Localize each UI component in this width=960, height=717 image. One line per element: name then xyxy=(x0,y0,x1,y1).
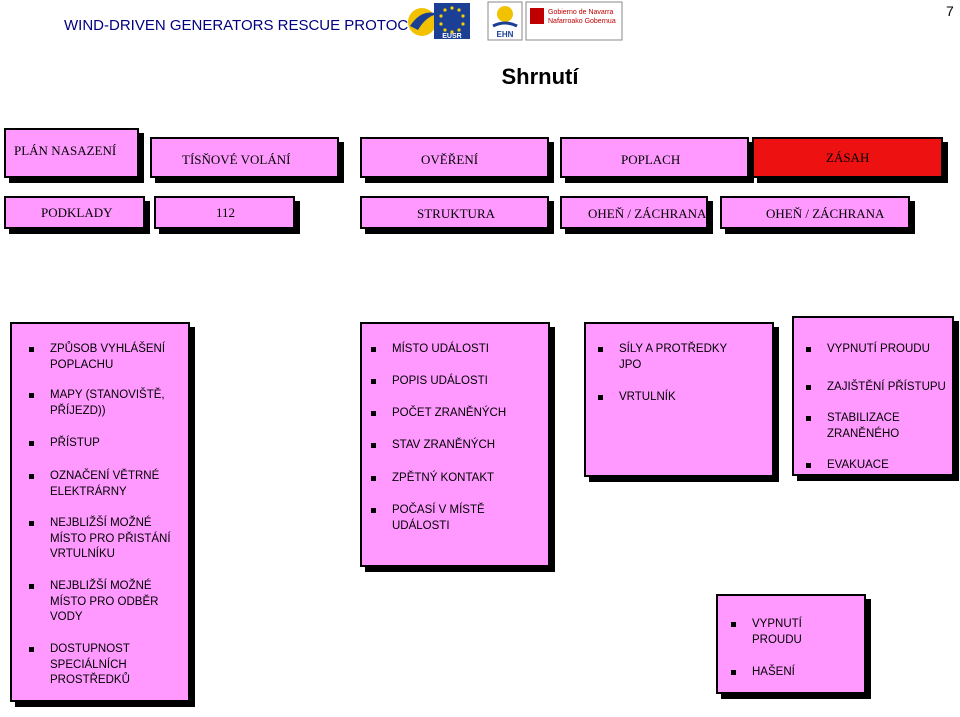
list-item-sily-prostredky: SÍLY A PROTŘEDKY JPO xyxy=(597,342,727,373)
box-ohen-zachrana-1: OHEŇ / ZÁCHRANA xyxy=(560,196,708,229)
column-overeni xyxy=(360,322,550,567)
column-poplach xyxy=(584,322,774,477)
box-label: TÍSŇOVÉ VOLÁNÍ xyxy=(182,152,291,167)
slide-title: Shrnutí xyxy=(501,64,579,89)
header-title: WIND-DRIVEN GENERATORS RESCUE PROTOCOL xyxy=(64,17,429,34)
column-zasah xyxy=(792,316,954,476)
box-zasah: ZÁSAH xyxy=(752,137,943,178)
box-label: PODKLADY xyxy=(41,205,113,220)
list-item-haseni: HAŠENÍ xyxy=(731,665,795,681)
box-label: OHEŇ / ZÁCHRANA xyxy=(588,206,707,221)
box-plan-nasazeni: PLÁN NASAZENÍ xyxy=(4,128,139,178)
box-poplach: POPLACH xyxy=(560,137,749,178)
box-label: OHEŇ / ZÁCHRANA xyxy=(766,206,885,221)
eusr-logo: EUSR EHN Gobierno de Navarra Nafarroako … xyxy=(408,1,623,41)
box-label: STRUKTURA xyxy=(417,206,496,221)
box-112: 112 xyxy=(154,196,295,229)
page-number: 7 xyxy=(946,3,954,19)
list-item-vrtulnik: VRTULNÍK xyxy=(598,390,676,406)
list-item-popis-udalosti: POPIS UDÁLOSTI xyxy=(371,374,488,390)
list-item-pocasi: POČASÍ V MÍSTĚ UDÁLOSTI xyxy=(371,503,485,534)
svg-text:EUSR: EUSR xyxy=(442,33,461,40)
list-item-misto-udalosti: MÍSTO UDÁLOSTI xyxy=(371,342,489,358)
box-label: ZÁSAH xyxy=(826,150,870,165)
column-plan-nasazeni xyxy=(10,322,190,702)
list-item-misto-pristani: NEJBLIŽŠÍ MOŽNÉ MÍSTO PRO PŘISTÁNÍ VRTUL… xyxy=(29,516,171,563)
list-item-zpetny-kontakt: ZPĚTNÝ KONTAKT xyxy=(370,471,494,487)
list-item-misto-odber-vody: NEJBLIŽŠÍ MOŽNÉ MÍSTO PRO ODBĚR VODY xyxy=(28,579,158,626)
list-item-stav-zranenych: STAV ZRANĚNÝCH xyxy=(370,438,495,454)
box-label: OVĚŘENÍ xyxy=(421,152,479,167)
box-ohen-zachrana-2: OHEŇ / ZÁCHRANA xyxy=(720,196,910,229)
box-struktura: STRUKTURA xyxy=(360,196,549,229)
box-podklady: PODKLADY xyxy=(4,196,145,229)
box-label: PLÁN NASAZENÍ xyxy=(14,143,117,158)
list-item-dostupnost-prostredku: DOSTUPNOST SPECIÁLNÍCH PROSTŘEDKŮ xyxy=(29,642,130,689)
header-logos: EUSR EHN Gobierno de Navarra Nafarroako … xyxy=(404,0,624,44)
list-item-pristup: PŘÍSTUP xyxy=(29,436,100,452)
box-overeni: OVĚŘENÍ xyxy=(360,137,549,178)
box-label: 112 xyxy=(216,205,236,220)
svg-text:Nafarroako Gobernua: Nafarroako Gobernua xyxy=(548,18,616,25)
column-zasah-lower xyxy=(716,594,866,694)
list-item-stabilizace: STABILIZACE ZRANĚNÉHO xyxy=(806,411,900,442)
list-item-zpusob-vyhlaseni: ZPŮSOB VYHLÁŠENÍ POPLACHU xyxy=(28,342,165,373)
list-item-zajisteni-pristupu: ZAJIŠTĚNÍ PŘÍSTUPU xyxy=(806,380,946,396)
list-item-pocet-zranenych: POČET ZRANĚNÝCH xyxy=(370,406,506,422)
list-item-vypnuti-proudu: VYPNUTÍ PROUDU xyxy=(806,342,930,358)
list-item-mapy: MAPY (STANOVIŠTĚ, PŘÍJEZD)) xyxy=(29,388,165,419)
svg-text:EHN: EHN xyxy=(497,30,514,39)
list-item-oznaceni-elektrarny: OZNAČENÍ VĚTRNÉ ELEKTRÁRNY xyxy=(28,469,159,500)
svg-text:Gobierno de Navarra: Gobierno de Navarra xyxy=(548,9,613,16)
list-item-evakuace: EVAKUACE xyxy=(806,458,889,474)
box-tisnove-volani: TÍSŇOVÉ VOLÁNÍ xyxy=(150,137,339,178)
box-label: POPLACH xyxy=(621,152,681,167)
list-item-vypnuti-proudu-2: VYPNUTÍ PROUDU xyxy=(731,617,802,648)
